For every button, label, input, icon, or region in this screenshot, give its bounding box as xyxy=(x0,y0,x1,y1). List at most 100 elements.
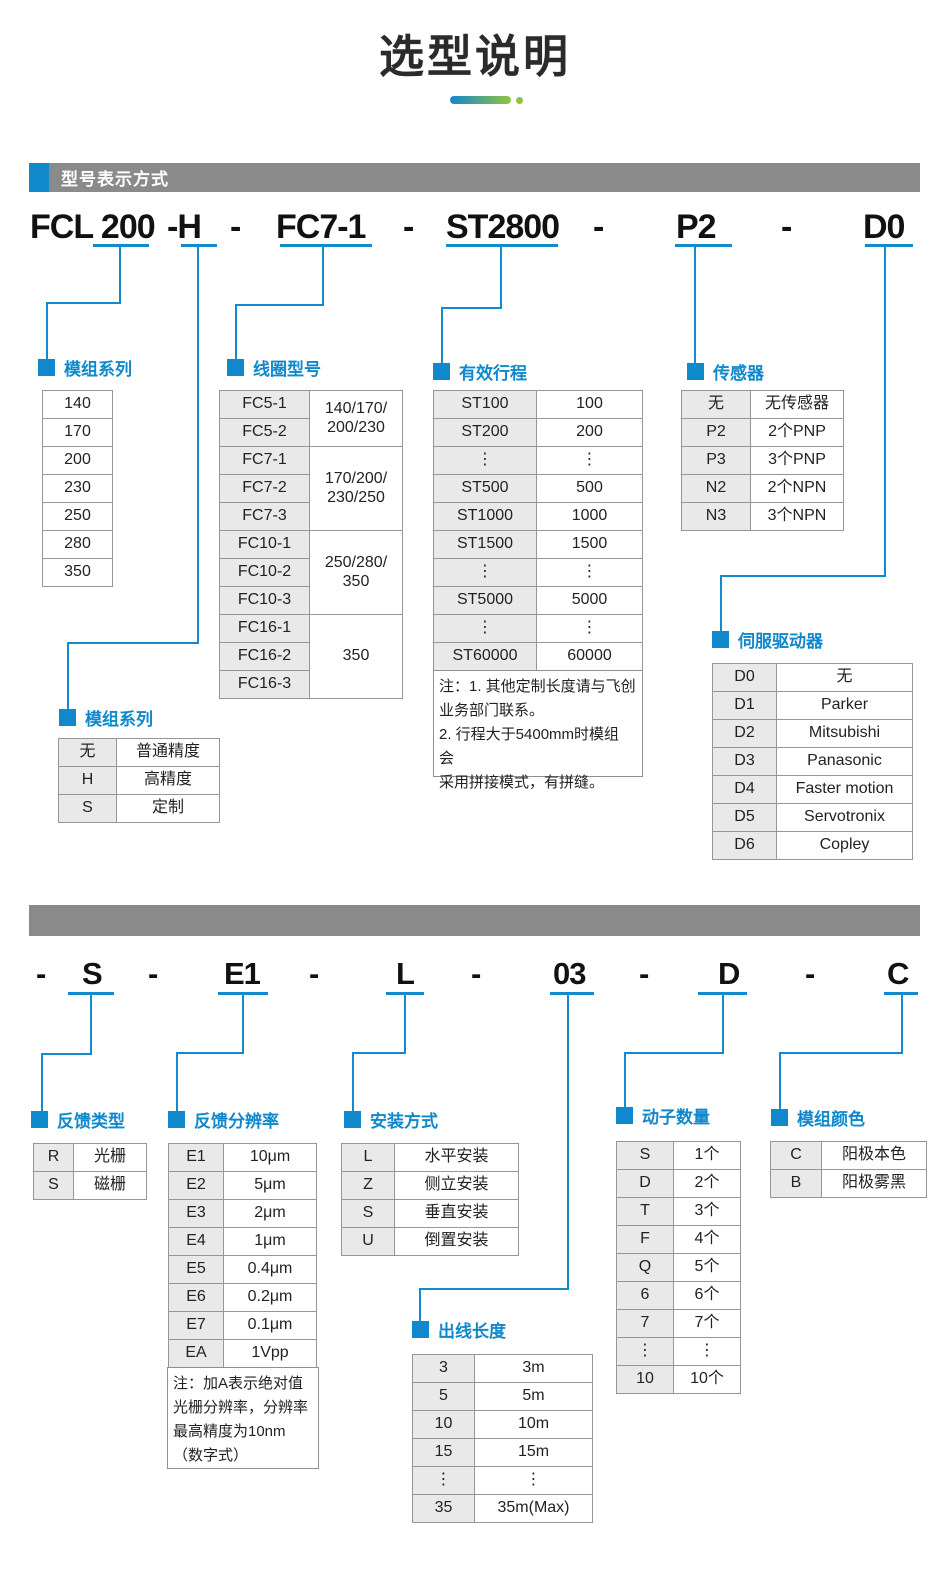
table-cell: ST200 xyxy=(433,418,537,447)
gradient-dot xyxy=(516,97,523,104)
model-code-separator: - xyxy=(230,208,241,246)
model-code-part: E1 xyxy=(224,956,261,991)
table-cell: 0.1μm xyxy=(223,1311,317,1340)
table-cell: FC5-2 xyxy=(219,418,310,447)
connector-line xyxy=(624,1052,724,1054)
table-cell: 250 xyxy=(42,502,113,531)
table-cell: 35m(Max) xyxy=(474,1494,593,1523)
table-cell: ⋮ xyxy=(536,614,643,643)
table-cell: D4 xyxy=(712,775,777,804)
connector-line xyxy=(218,992,268,995)
table-cell: ⋮ xyxy=(474,1466,593,1495)
table-row: 230 xyxy=(42,474,113,503)
connector-line xyxy=(181,244,217,247)
table-cell: FC5-1 xyxy=(219,390,310,419)
model-code-separator: - xyxy=(781,208,792,246)
table-cell: 无 xyxy=(776,663,913,692)
table-cell: B xyxy=(770,1169,822,1198)
table-cell: 230 xyxy=(42,474,113,503)
label-module-series: 模组系列 xyxy=(38,358,132,379)
table-cell: 3m xyxy=(474,1354,593,1383)
bullet-square-icon xyxy=(433,362,450,380)
table-cell: 7个 xyxy=(673,1309,741,1338)
table-row: ⋮⋮ xyxy=(433,558,643,587)
table-row: FC5-2 xyxy=(219,418,403,447)
table-row: 140 xyxy=(42,390,113,419)
label-feedback-type: 反馈类型 xyxy=(31,1110,125,1131)
table-cell: 5 xyxy=(412,1382,475,1411)
table-cell: R xyxy=(33,1143,74,1172)
table-cell: 0.2μm xyxy=(223,1283,317,1312)
table-cell: 倒置安装 xyxy=(394,1227,519,1256)
table-cell: Panasonic xyxy=(776,747,913,776)
table-row: 无无传感器 xyxy=(681,390,844,419)
table-cell: 2个 xyxy=(673,1169,741,1198)
table-cell: 10 xyxy=(412,1410,475,1439)
label-effective-stroke: 有效行程 xyxy=(433,362,527,383)
connector-line xyxy=(624,1052,626,1108)
table-cell: Mitsubishi xyxy=(776,719,913,748)
table-cell: P2 xyxy=(681,418,751,447)
table-cell: 35 xyxy=(412,1494,475,1523)
table-cell: 5m xyxy=(474,1382,593,1411)
connector-line xyxy=(235,304,237,360)
table-cell: 500 xyxy=(536,474,643,503)
label-mover-count: 动子数量 xyxy=(616,1106,710,1127)
section1-header-label: 型号表示方式 xyxy=(61,170,169,189)
table-cell: 1Vpp xyxy=(223,1339,317,1368)
connector-line xyxy=(419,1288,421,1322)
table-cell: D5 xyxy=(712,803,777,832)
table-cell: 普通精度 xyxy=(116,738,220,767)
table-cell: C xyxy=(770,1141,822,1170)
connector-line xyxy=(41,1053,43,1112)
model-code-part: FCL 200 xyxy=(30,208,156,246)
table-cell: 3个PNP xyxy=(750,446,844,475)
connector-line xyxy=(446,244,558,247)
table-cell: FC10-2 xyxy=(219,558,310,587)
table-cell: 1个 xyxy=(673,1141,741,1170)
table-cell: N3 xyxy=(681,502,751,531)
table-cell: 4个 xyxy=(673,1225,741,1254)
model-code-part: S xyxy=(82,956,103,991)
connector-line xyxy=(90,995,92,1053)
table-cell: ⋮ xyxy=(412,1466,475,1495)
table-cell: 5个 xyxy=(673,1253,741,1282)
model-code-separator: - xyxy=(148,956,158,991)
connector-line xyxy=(352,1052,406,1054)
model-code-separator: - xyxy=(309,956,319,991)
table-cell: E4 xyxy=(168,1227,224,1256)
connector-line xyxy=(41,1053,92,1055)
bullet-square-icon xyxy=(31,1110,48,1128)
table-cell: N2 xyxy=(681,474,751,503)
table-cell: Z xyxy=(341,1171,395,1200)
table-cell: 垂直安装 xyxy=(394,1199,519,1228)
table-row: ⋮⋮ xyxy=(412,1466,593,1495)
table-cell: H xyxy=(58,766,117,795)
table-cell: 170/200/ 230/250 xyxy=(309,446,403,531)
table-cell: 无 xyxy=(681,390,751,419)
table-cell: 2个NPN xyxy=(750,474,844,503)
table-cell: 170 xyxy=(42,418,113,447)
table-cell: FC16-2 xyxy=(219,642,310,671)
table-cell: Q xyxy=(616,1253,674,1282)
